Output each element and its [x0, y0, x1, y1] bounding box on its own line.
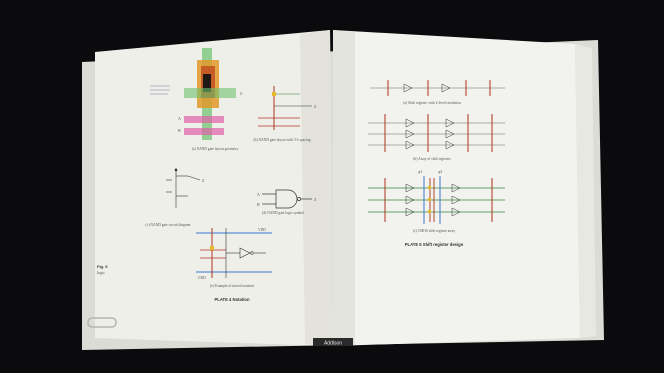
- plate-4-label: PLATE 4 Notation: [214, 297, 249, 302]
- label-z-d: Z: [314, 197, 317, 202]
- caption-layout-geometry: (a) NAND gate layout geometry: [192, 147, 239, 151]
- shift-register-figure: [370, 80, 505, 96]
- nand-gate-symbol: [262, 189, 312, 209]
- label-b-a: B: [178, 128, 181, 133]
- spine-label-strip: [313, 338, 353, 346]
- label-z-a: Z: [240, 91, 243, 96]
- label-gnd: GND: [198, 276, 206, 280]
- caption-logic-symbol: (d) NAND gate logic symbol: [262, 211, 304, 215]
- left-edge-text-1: Fig. 5: [97, 264, 108, 269]
- spine-label: Addison: [324, 341, 342, 347]
- right-page-shadow: [333, 30, 355, 346]
- caption-stick-diagram: (b) NAND gate layout with 3-λ spacing: [253, 138, 310, 142]
- left-page-shadow: [300, 30, 333, 346]
- label-phi2: φ2: [438, 169, 442, 174]
- label-b-d: B: [257, 202, 260, 207]
- label-z-b: Z: [314, 104, 317, 109]
- label-a-a: A: [178, 116, 181, 121]
- caption-shift-register: (a) Shift register, with 2-level resolut…: [403, 101, 461, 106]
- label-phi1: φ1: [418, 169, 422, 174]
- cmos-shift-register-figure: [368, 176, 505, 224]
- left-edge-text-2: logic: [97, 270, 105, 275]
- caption-shift-register-array: (b) Array of shift registers: [413, 157, 451, 161]
- shift-register-array-figure: [368, 114, 505, 152]
- caption-cmos-array: (c) CMOS shift register array: [413, 229, 456, 233]
- page-edges: [575, 44, 596, 338]
- mixed-notation-figure: [196, 228, 272, 278]
- label-a-d: A: [257, 192, 260, 197]
- caption-mixed-notation: (e) Example of mixed notation: [210, 284, 254, 288]
- label-z-c: Z: [202, 178, 205, 183]
- circuit-diagram-figure: [166, 168, 201, 208]
- caption-circuit-diagram: (c) NAND gate circuit diagram: [146, 223, 191, 227]
- stick-diagram-figure: Z: [258, 86, 317, 130]
- legend-note: [150, 85, 170, 95]
- label-vdd: VDD: [258, 228, 266, 232]
- plate-5-label: PLATE 5 Shift register design: [405, 242, 464, 247]
- paper-clip: [87, 317, 117, 328]
- layout-geometry-figure: Z A B: [178, 48, 243, 140]
